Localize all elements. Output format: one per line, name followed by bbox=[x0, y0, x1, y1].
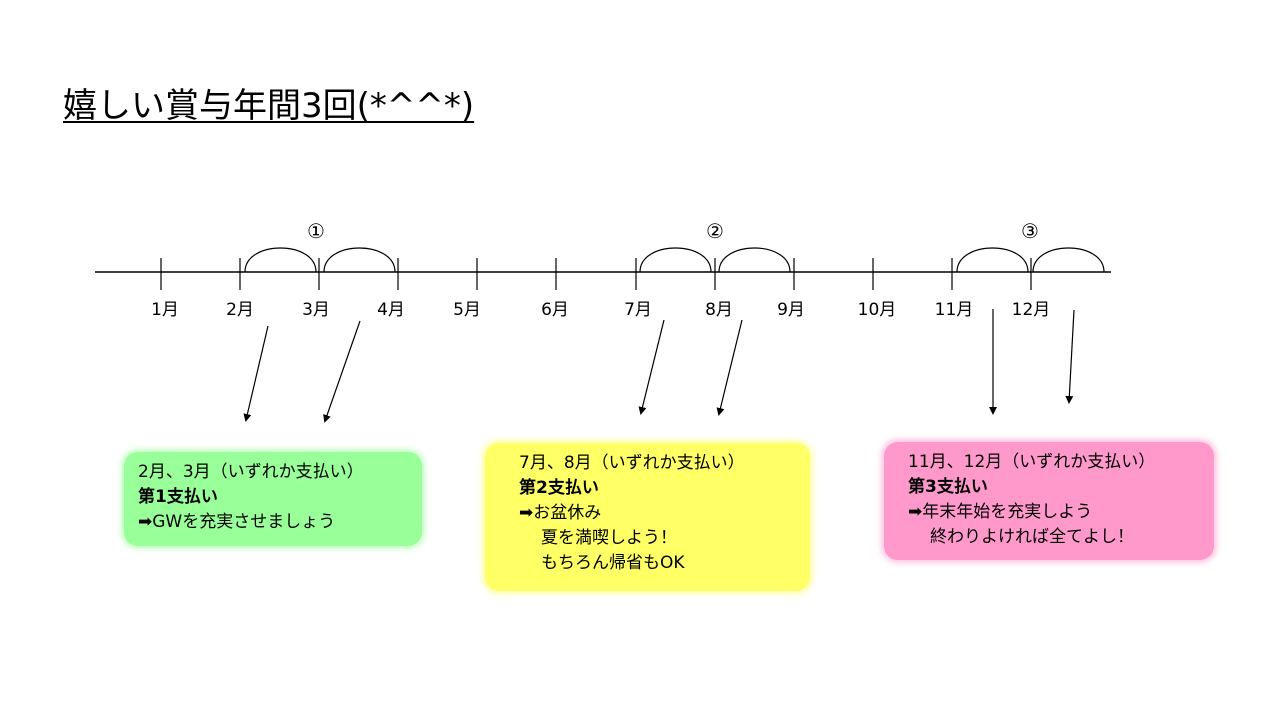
period-3-arc-b bbox=[1032, 247, 1105, 273]
note-first-payment: 2月、3月（いずれか支払い） 第1支払い ➡GWを充実させましょう bbox=[124, 452, 422, 546]
period-1-marker: ① bbox=[307, 219, 325, 243]
period-2-arc-b bbox=[718, 247, 791, 273]
note-third-payment: 11月、12月（いずれか支払い） 第3支払い ➡年末年始を充実しよう 終わりよけ… bbox=[884, 442, 1214, 560]
slide-title: 嬉しい賞与年間3回(*^^*) bbox=[63, 86, 475, 126]
period-2-marker: ② bbox=[706, 219, 724, 243]
period-3-marker: ③ bbox=[1021, 219, 1039, 243]
month-label-11: 11月 bbox=[934, 300, 974, 320]
note-1-heading: 第1支払い bbox=[138, 487, 218, 507]
period-2-arc-a bbox=[639, 247, 712, 273]
arrow-jul bbox=[638, 319, 665, 415]
month-label-5: 5月 bbox=[453, 300, 481, 320]
month-label-3: 3月 bbox=[302, 300, 330, 320]
note-3-line-2: 終わりよければ全てよし！ bbox=[930, 527, 1134, 547]
note-2-line-1: ➡お盆休み bbox=[519, 503, 602, 523]
month-label-1: 1月 bbox=[151, 300, 179, 320]
note-2-heading: 第2支払い bbox=[519, 478, 599, 498]
note-3-heading: 第3支払い bbox=[908, 477, 988, 497]
note-2-line-2: 夏を満喫しよう！ bbox=[541, 528, 677, 548]
month-label-8: 8月 bbox=[705, 300, 733, 320]
month-label-6: 6月 bbox=[541, 300, 569, 320]
month-label-7: 7月 bbox=[624, 300, 652, 320]
month-label-2: 2月 bbox=[226, 300, 254, 320]
period-3-arc-a bbox=[956, 247, 1029, 273]
arrow-feb bbox=[243, 325, 269, 422]
arrow-aug bbox=[716, 319, 743, 416]
arrow-mar bbox=[323, 320, 361, 423]
note-3-line-1: ➡年末年始を充実しよう bbox=[908, 502, 1093, 522]
month-label-9: 9月 bbox=[777, 300, 805, 320]
note-1-line-1: ➡GWを充実させましょう bbox=[138, 512, 336, 532]
note-1-header: 2月、3月（いずれか支払い） bbox=[138, 462, 364, 482]
note-2-header: 7月、8月（いずれか支払い） bbox=[519, 453, 745, 473]
note-2-line-3: もちろん帰省もOK bbox=[541, 553, 685, 573]
month-label-10: 10月 bbox=[857, 300, 897, 320]
period-1-arc-a bbox=[244, 247, 317, 273]
arrow-dec bbox=[1065, 309, 1075, 404]
month-label-12: 12月 bbox=[1011, 300, 1051, 320]
note-second-payment: 7月、8月（いずれか支払い） 第2支払い ➡お盆休み 夏を満喫しよう！ もちろん… bbox=[485, 443, 810, 591]
month-label-4: 4月 bbox=[377, 300, 405, 320]
note-3-header: 11月、12月（いずれか支払い） bbox=[908, 452, 1156, 472]
period-1-arc-b bbox=[323, 247, 396, 273]
